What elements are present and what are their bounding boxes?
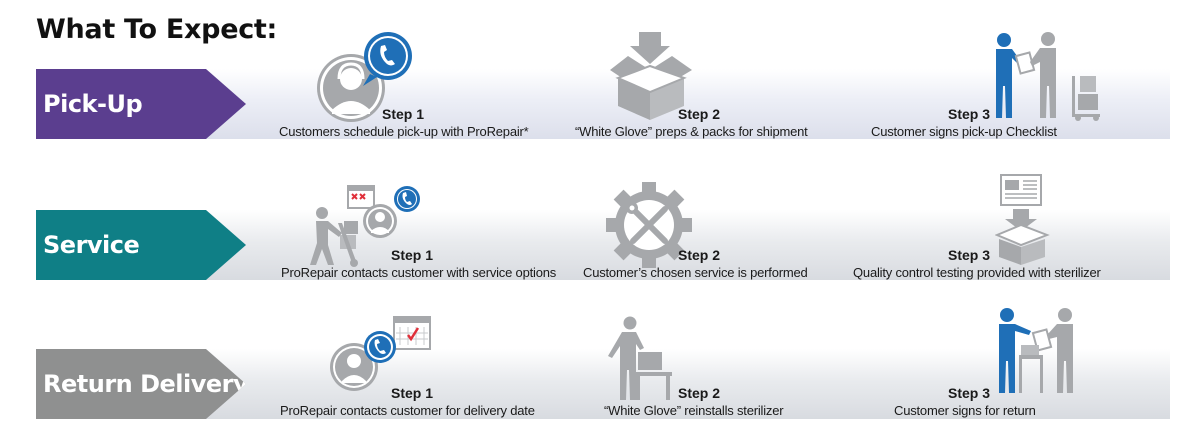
person-installing-icon (608, 316, 672, 400)
step-number: Step 2 (678, 106, 721, 122)
row-service: Service (36, 210, 1170, 280)
step-number: Step 1 (382, 106, 425, 122)
report-box-icon (995, 174, 1050, 265)
phase-label: Service (43, 231, 140, 259)
step-number: Step 3 (948, 385, 991, 401)
headset-agent-phone-icon (317, 32, 412, 122)
courier-calendar-agent-icon (310, 185, 420, 267)
step-number: Step 2 (678, 385, 721, 401)
step-description: “White Glove” reinstalls sterilizer (604, 403, 784, 418)
step-number: Step 1 (391, 385, 434, 401)
phase-arrow-return: Return Delivery (36, 349, 246, 419)
gear-tools-icon (606, 182, 692, 268)
step-description: Customer signs for return (894, 403, 1036, 418)
phase-arrow-pickup: Pick-Up (36, 69, 246, 139)
phase-arrow-service: Service (36, 210, 246, 280)
step-description: ProRepair contacts customer with service… (281, 265, 557, 280)
sign-return-icon (999, 308, 1073, 393)
step-description: Customers schedule pick-up with ProRepai… (279, 124, 529, 139)
step-number: Step 3 (948, 247, 991, 263)
step-number: Step 1 (391, 247, 434, 263)
page-title: What To Expect: (36, 14, 278, 45)
step-number: Step 3 (948, 106, 991, 122)
step-description: ProRepair contacts customer for delivery… (280, 403, 535, 418)
step-description: Customer signs pick-up Checklist (871, 124, 1057, 139)
box-packing-icon (610, 32, 692, 120)
step-number: Step 2 (678, 247, 721, 263)
phase-label: Return Delivery (43, 370, 249, 398)
row-pickup: Pick-Up (36, 69, 1170, 139)
step-description: “White Glove” preps & packs for shipment (575, 124, 808, 139)
step-description: Quality control testing provided with st… (853, 265, 1101, 280)
row-return: Return Delivery (36, 349, 1170, 419)
phase-label: Pick-Up (43, 90, 143, 118)
sign-checklist-icon (996, 32, 1100, 121)
step-description: Customer’s chosen service is performed (583, 265, 808, 280)
agent-calendar-icon (330, 316, 431, 391)
